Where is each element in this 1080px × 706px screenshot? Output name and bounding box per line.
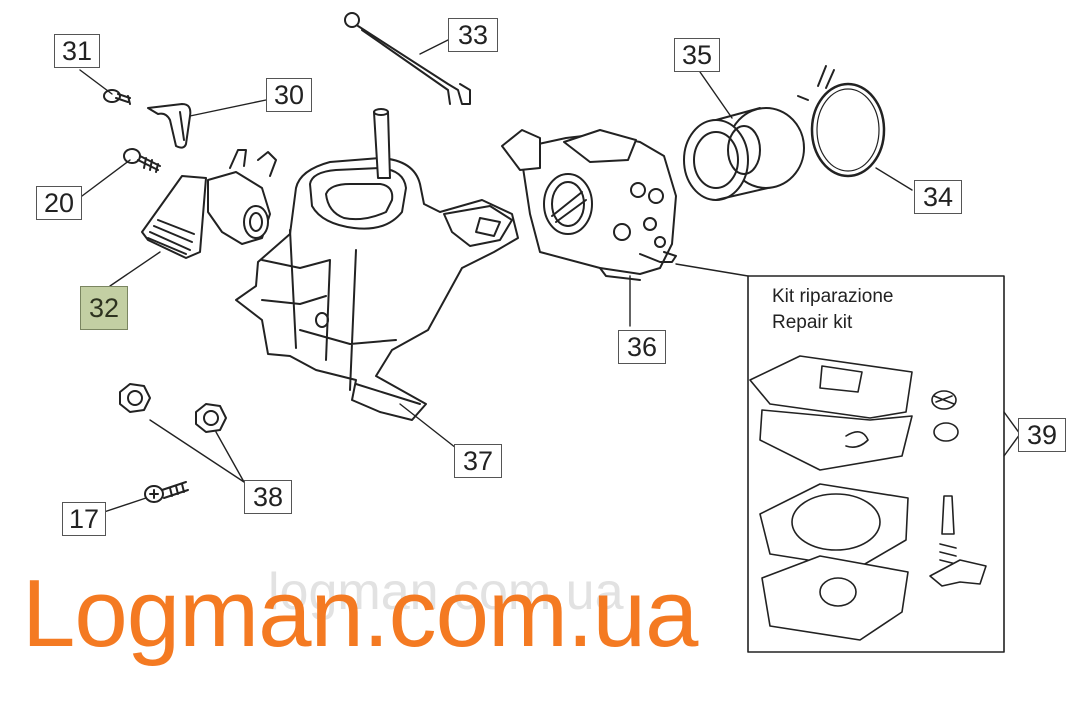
part-31-screw [103,89,131,105]
kit-frame [747,275,1005,653]
callout-39: 39 [1018,418,1066,452]
watermark-faint: logman.com.ua [268,563,624,621]
part-33-rod [344,12,471,105]
callout-36: 36 [618,330,666,364]
callout-32-highlighted: 32 [80,286,128,330]
callout-30: 30 [266,78,312,112]
part-34-clamp [797,65,886,178]
kit-title-italian: Kit riparazione [772,286,894,307]
callout-20: 20 [36,186,82,220]
callout-38: 38 [244,480,292,514]
part-35-intake [683,107,805,201]
part-36-carburetor [501,129,677,281]
part-20-screw [123,148,161,173]
callout-35: 35 [674,38,720,72]
callout-34: 34 [914,180,962,214]
part-17-screw [144,481,189,503]
part-37-holder [235,108,519,421]
kit-title-english: Repair kit [772,312,853,333]
part-38-nuts [119,383,227,433]
callout-33: 33 [448,18,498,52]
callout-31: 31 [54,34,100,68]
part-32-lever [141,149,277,259]
leader-lines [79,39,913,513]
part-30-clip [147,103,192,149]
callout-37: 37 [454,444,502,478]
callout-17: 17 [62,502,106,536]
kit-gaskets [749,355,987,641]
watermark-brand: Logman.com.ua [22,560,698,667]
